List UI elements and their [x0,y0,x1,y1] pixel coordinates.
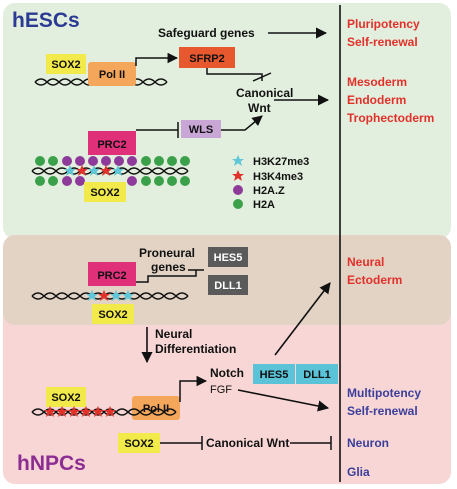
legend-h2az: H2A.Z [253,185,285,197]
hes5-box-transition [208,247,248,267]
proneural-genes-line2: genes [151,260,186,274]
sox2-box-wnt [118,433,160,453]
hes5-box-hnpc [253,364,295,384]
fate-endoderm: Endoderm [347,93,406,107]
fate-ectoderm: Ectoderm [347,273,402,287]
sox2-label-wnt: SOX2 [124,438,153,450]
fate-mesoderm: Mesoderm [347,75,407,89]
prc2-box-transition [88,262,136,286]
hes5-label-transition: HES5 [214,252,243,264]
pol2-to-sfrp2-arrow [135,52,179,66]
sox2-label-transition: SOX2 [98,309,127,321]
hnpc-panel [3,300,451,484]
wls-to-wnt-arrow [221,115,263,131]
notch-label: Notch [210,366,244,380]
sox2-label-hnpc: SOX2 [51,392,80,404]
proneural-genes-line1: Proneural [139,246,195,260]
canonical-wnt-line2: Wnt [248,101,271,115]
dna-strand-hnpc [31,408,177,416]
prc2-label-top: PRC2 [97,139,126,151]
h2az-dot-icon [233,185,243,195]
h2a-dot-icon [233,199,243,209]
dll1-box-hnpc [296,364,338,384]
fate-trophectoderm: Trophectoderm [347,111,434,125]
histone-marks-mid [64,165,124,176]
wls-box [181,120,221,138]
neural-diff-line2: Differentiation [155,342,236,356]
fate-labels: Pluripotency Self-renewal Mesoderm Endod… [347,17,434,479]
pol2-label-top: Pol II [99,69,125,81]
fate-glia: Glia [347,465,370,479]
hnpc-title: hNPCs [17,452,86,475]
fate-self-renewal-1: Self-renewal [347,35,418,49]
sox2-box-hnpc [46,387,86,407]
hesc-title: hESCs [12,9,80,32]
sfrp2-label: SFRP2 [189,53,224,65]
histone-marks-hnpc [44,406,116,417]
legend-h3k27me3: H3K27me3 [253,156,309,168]
dll1-label-transition: DLL1 [214,280,242,292]
canonical-wnt-line1: Canonical [236,86,293,100]
fate-multipotency: Multipotency [347,386,421,400]
sox2-label-top: SOX2 [51,59,80,71]
hes5-label-hnpc: HES5 [260,369,289,381]
histone-legend: H3K27me3 H3K4me3 H2A.Z H2A [232,155,309,211]
fate-neural: Neural [347,255,384,269]
notch-to-neural-arrow [274,282,331,356]
dll1-label-hnpc: DLL1 [303,369,331,381]
proneural-inhibit-line [136,270,197,283]
dll1-box-transition [208,275,248,295]
notch-to-multipotency-arrow [237,389,330,412]
nucleosome-row-bottom [35,176,190,186]
sox2-box-top [46,54,86,74]
prc2-label-transition: PRC2 [97,270,126,282]
pol2-to-notch-arrow [179,375,208,402]
sfrp2-inhibit-bar [252,72,272,82]
fgf-label: FGF [210,384,232,396]
sox2-box-mid [84,182,126,202]
h3k4me3-star-icon [232,170,244,181]
h3k27me3-star-icon [232,155,244,166]
fate-self-renewal-2: Self-renewal [347,404,418,418]
pol2-box-top [88,62,136,86]
wls-label: WLS [189,124,213,136]
fate-pluripotency: Pluripotency [347,17,420,31]
dna-strand-transition [31,292,189,300]
dna-strand-mid [31,167,189,175]
legend-h3k4me3: H3K4me3 [253,171,303,183]
sox2-label-mid: SOX2 [90,187,119,199]
prc2-box-top [88,131,136,155]
neural-diff-line1: Neural [155,327,192,341]
fate-neuron: Neuron [347,436,389,450]
legend-h2a: H2A [253,199,275,211]
safeguard-genes-label: Safeguard genes [158,26,255,40]
histone-marks-transition [86,290,134,301]
sfrp2-box [179,47,235,68]
canonical-wnt-hnpc: Canonical Wnt [206,436,289,450]
sox2-box-transition [92,304,134,324]
nucleosome-row-top [35,156,190,166]
